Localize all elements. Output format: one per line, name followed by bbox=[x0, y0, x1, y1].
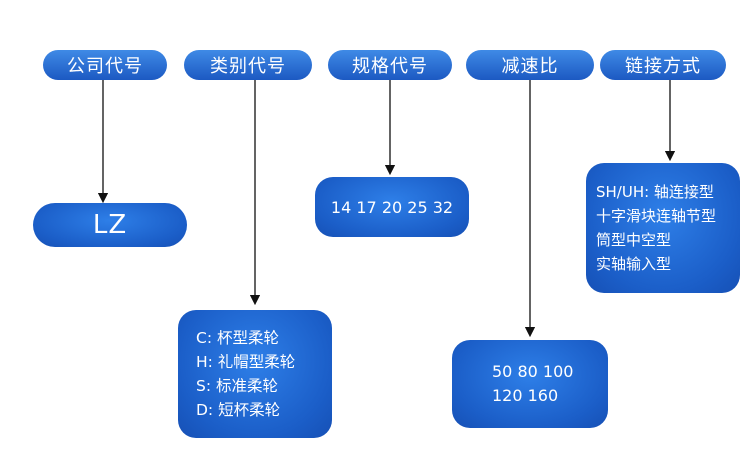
header-type-code: 类别代号 bbox=[184, 50, 312, 80]
connection-item: 筒型中空型 bbox=[596, 231, 672, 249]
header-ratio: 减速比 bbox=[466, 50, 594, 80]
ratio-item: 120 160 bbox=[492, 386, 559, 405]
ratio-item: 50 80 100 bbox=[492, 362, 574, 381]
type-box: C: 杯型柔轮 H: 礼帽型柔轮 S: 标准柔轮 D: 短杯柔轮 bbox=[178, 310, 332, 438]
connection-item: SH/UH: 轴连接型 bbox=[596, 183, 714, 201]
connection-item: 实轴输入型 bbox=[596, 255, 672, 273]
header-company-code: 公司代号 bbox=[43, 50, 167, 80]
connection-item: 十字滑块连轴节型 bbox=[596, 207, 717, 225]
spec-box: 14 17 20 25 32 bbox=[315, 177, 469, 237]
header-connection: 链接方式 bbox=[600, 50, 726, 80]
header-spec-code: 规格代号 bbox=[328, 50, 452, 80]
ratio-box: 50 80 100 120 160 bbox=[452, 340, 608, 428]
type-item: D: 短杯柔轮 bbox=[196, 401, 281, 419]
company-value: LZ bbox=[92, 210, 128, 240]
type-item: S: 标准柔轮 bbox=[196, 377, 278, 395]
connection-box: SH/UH: 轴连接型 十字滑块连轴节型 筒型中空型 实轴输入型 bbox=[586, 163, 740, 293]
company-box: LZ bbox=[33, 203, 187, 247]
spec-values: 14 17 20 25 32 bbox=[330, 197, 454, 217]
type-item: H: 礼帽型柔轮 bbox=[196, 353, 296, 371]
type-item: C: 杯型柔轮 bbox=[196, 329, 279, 347]
